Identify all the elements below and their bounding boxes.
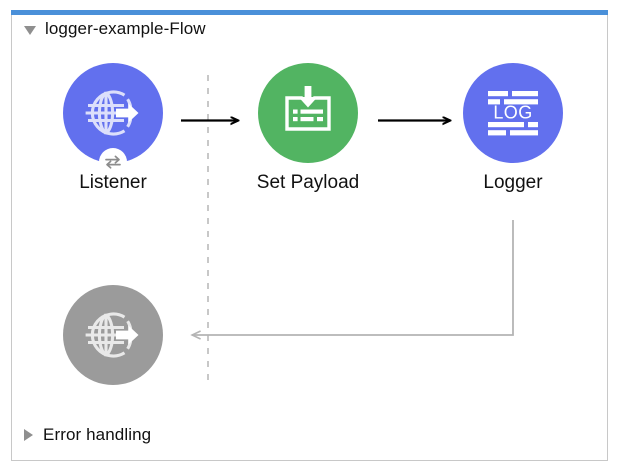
listener-exchange-badge xyxy=(99,148,127,176)
error-handling-header[interactable]: Error handling xyxy=(24,424,151,446)
globe-arrow-icon xyxy=(85,90,139,136)
error-handling-title: Error handling xyxy=(43,425,152,444)
node-icon-circle[interactable] xyxy=(63,63,163,176)
exchange-arrows-icon xyxy=(105,155,121,169)
node-icon-circle[interactable]: LOG xyxy=(463,63,563,163)
flow-header[interactable]: logger-example-Flow xyxy=(24,18,206,40)
flow-node-set-payload[interactable]: Set Payload xyxy=(253,63,363,194)
globe-arrow-icon xyxy=(85,312,139,358)
flow-title: logger-example-Flow xyxy=(45,19,206,38)
triangle-right-icon[interactable] xyxy=(24,429,33,441)
svg-text:LOG: LOG xyxy=(493,103,532,123)
flow-node-label: Logger xyxy=(483,172,543,193)
triangle-down-icon[interactable] xyxy=(24,25,36,35)
node-icon-circle[interactable] xyxy=(63,285,163,385)
flow-node-listener[interactable]: Listener xyxy=(58,63,168,194)
log-lines-icon: LOG xyxy=(488,91,538,136)
flow-node-error-handler[interactable] xyxy=(58,285,168,394)
flow-node-label: Listener xyxy=(79,172,147,193)
document-download-icon xyxy=(285,86,331,131)
flow-node-label: Set Payload xyxy=(256,172,360,193)
flow-node-logger[interactable]: LOG Logger xyxy=(458,63,568,194)
node-icon-circle[interactable] xyxy=(258,63,358,163)
panel-accent-bar xyxy=(11,10,608,15)
